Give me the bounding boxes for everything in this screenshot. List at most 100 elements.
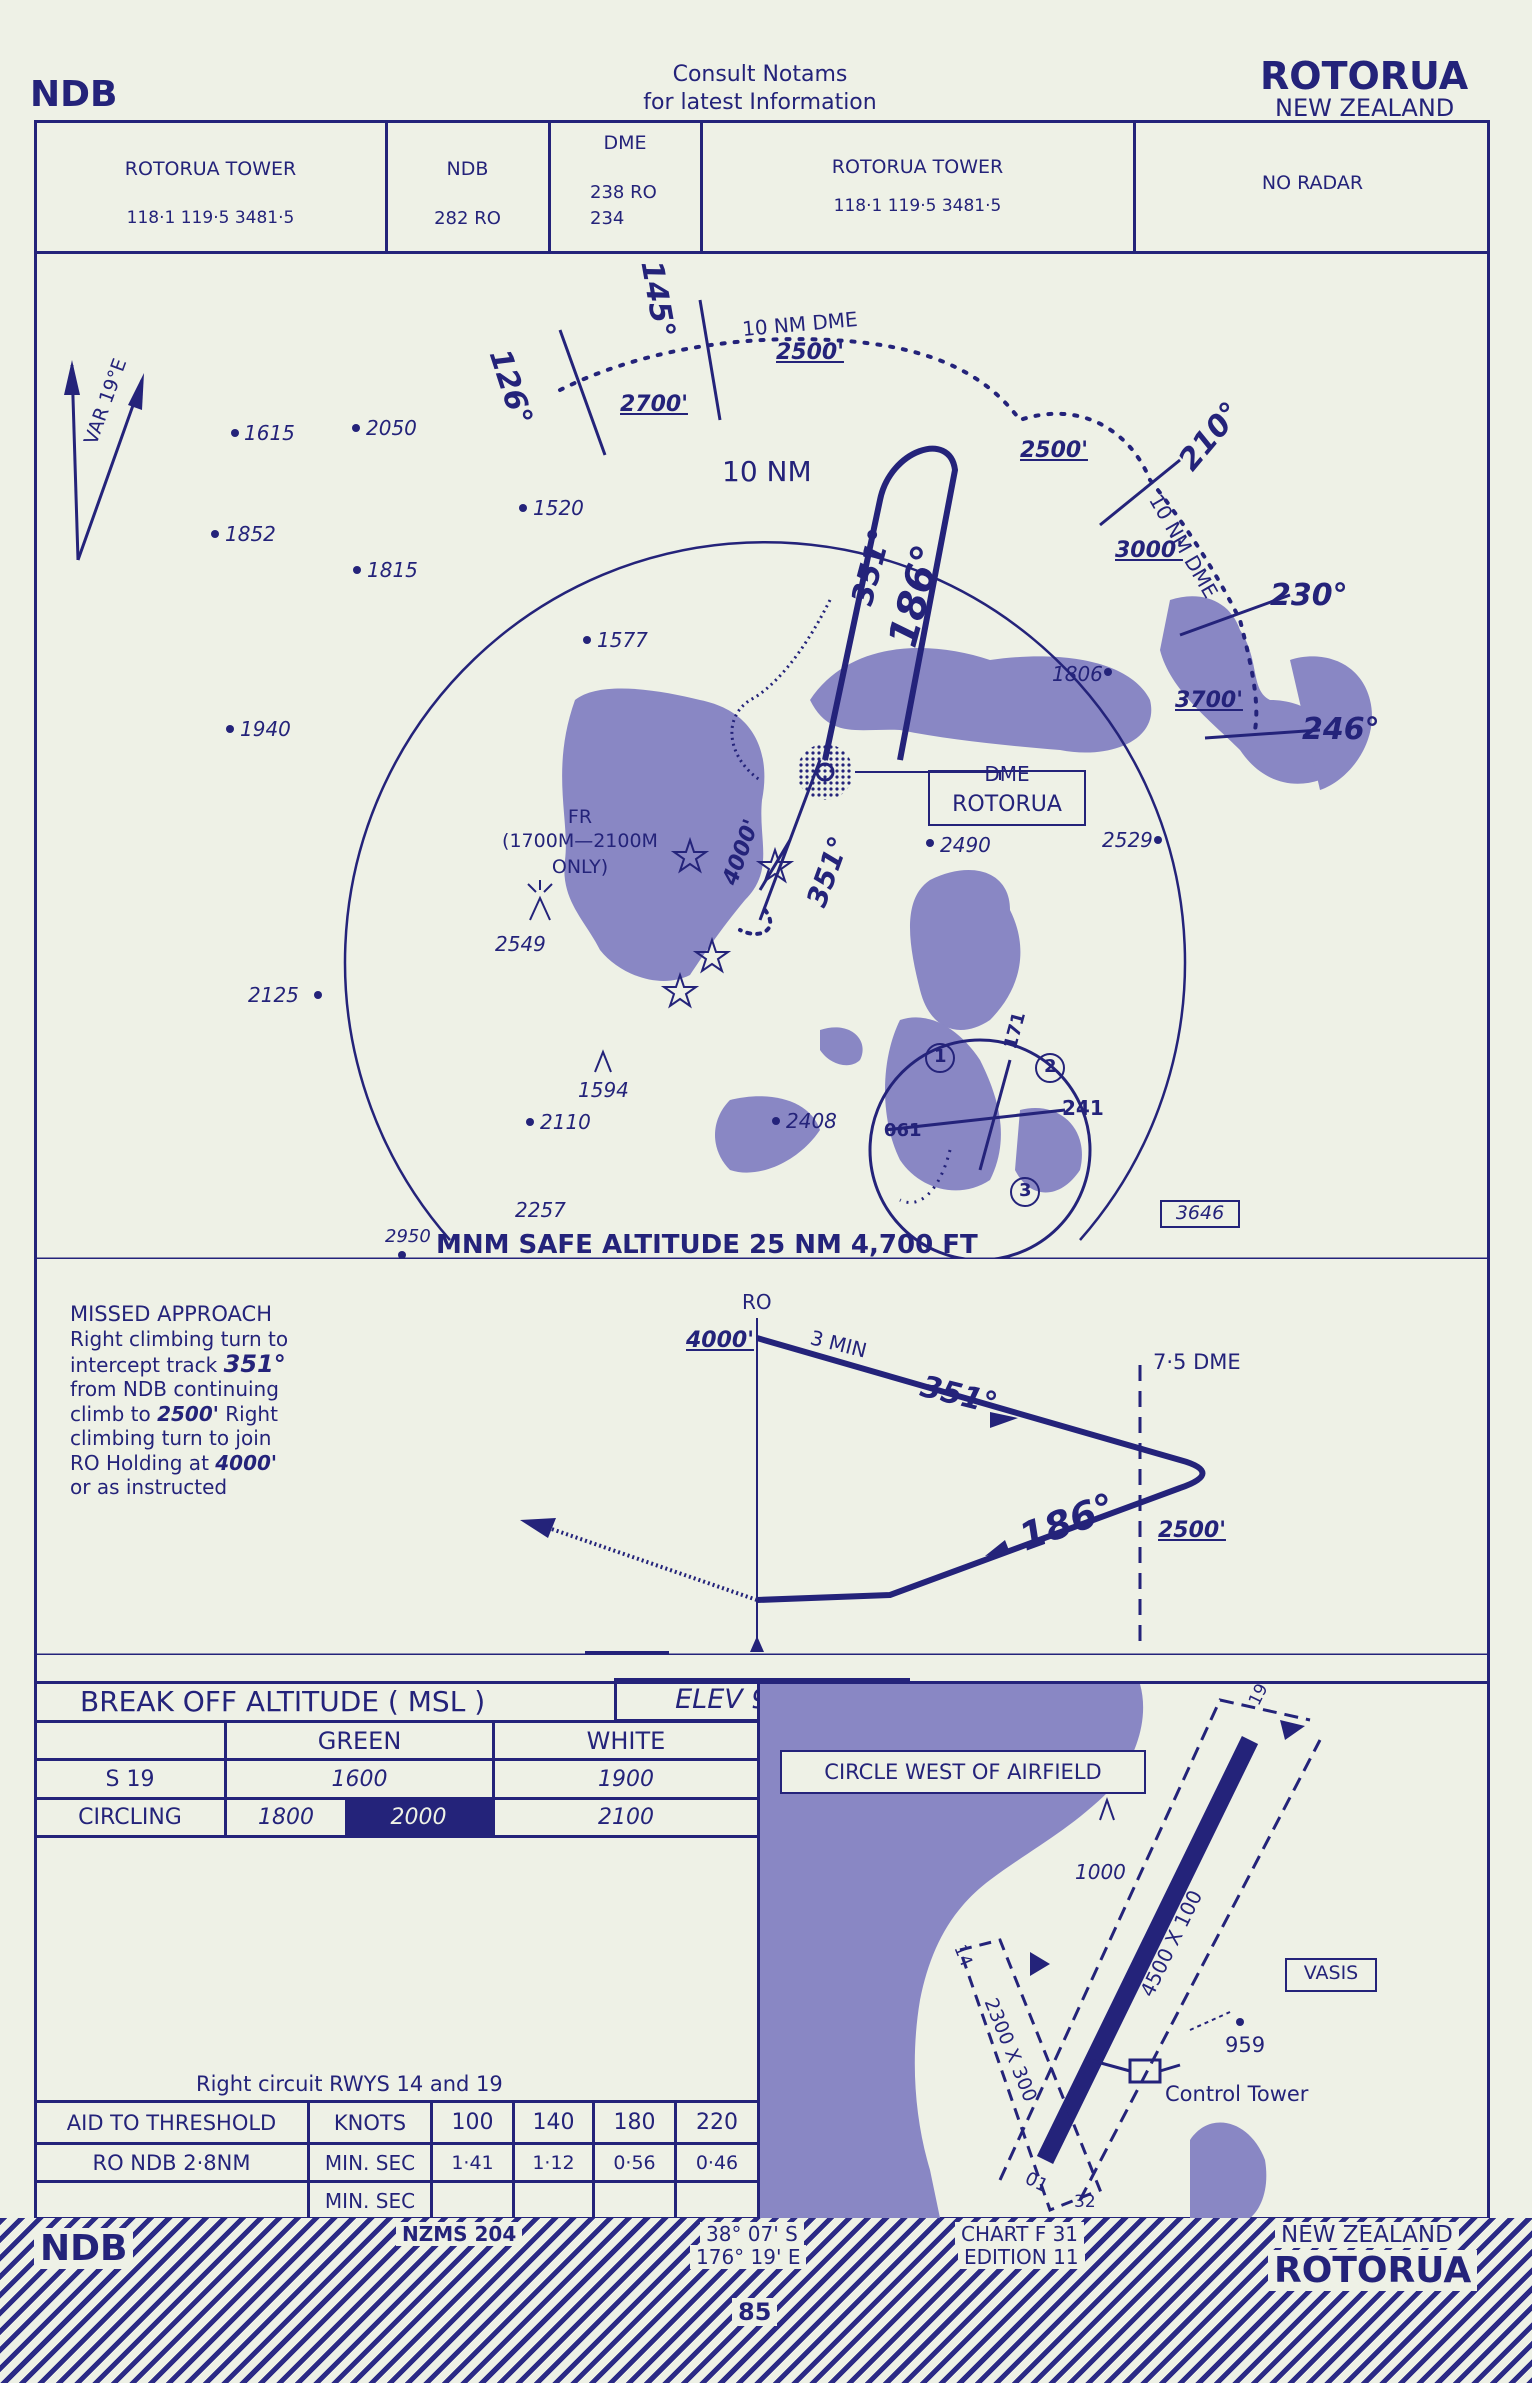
true-north-arrow bbox=[70, 364, 80, 561]
main-runway bbox=[1036, 1736, 1259, 2164]
spot-box-3646 bbox=[1160, 1200, 1240, 1228]
arc-alt-2700: 2700' bbox=[620, 392, 688, 417]
footer-lon: 176° 19' E bbox=[690, 2245, 807, 2269]
minima-sep bbox=[492, 1720, 495, 1838]
ndb-label: NDB bbox=[446, 158, 489, 180]
header-city: ROTORUA bbox=[1260, 54, 1469, 98]
dme-value1: 238 RO bbox=[590, 182, 657, 203]
minima-rule bbox=[34, 1797, 758, 1800]
footer-city: ROTORUA bbox=[1268, 2250, 1478, 2291]
timing-sep bbox=[512, 2100, 515, 2218]
dme-label: DME bbox=[603, 132, 647, 154]
lake-east bbox=[1160, 596, 1332, 784]
spot-height: 2490 bbox=[940, 833, 991, 857]
inset-runway-171 bbox=[978, 1059, 1012, 1171]
timing-row-label1: MIN. SEC bbox=[324, 2150, 416, 2175]
profile-alt-2500: 2500' bbox=[1158, 1518, 1226, 1543]
speed-220: 220 bbox=[696, 2110, 738, 2135]
dme-box-line1: DME bbox=[984, 762, 1030, 786]
arc-alt-3700: 3700' bbox=[1175, 688, 1243, 713]
arc-alt-2500-east: 2500' bbox=[1020, 438, 1088, 463]
radar-status: NO RADAR bbox=[1261, 172, 1364, 194]
spot-height: 1852 bbox=[225, 522, 276, 546]
spot-3646: 3646 bbox=[1175, 1202, 1225, 1224]
notams-line2: for latest Information bbox=[643, 90, 877, 115]
spot-height: 2950 bbox=[385, 1226, 431, 1247]
page-number: 85 bbox=[732, 2298, 778, 2326]
lake-rotoiti bbox=[810, 648, 1152, 753]
dme-box-line2: ROTORUA bbox=[952, 792, 1062, 817]
radial-246-line bbox=[1204, 728, 1321, 740]
timing-sep bbox=[592, 2100, 595, 2218]
ndb-value: 282 RO bbox=[434, 208, 501, 229]
inset-label-3: 3 bbox=[1019, 1180, 1032, 1201]
comms-divider bbox=[34, 251, 1490, 254]
radial-246: 246° bbox=[1302, 712, 1380, 747]
spot-height-dots bbox=[211, 424, 1162, 1259]
footer-edition: EDITION 11 bbox=[958, 2245, 1085, 2269]
circuit-note: Right circuit RWYS 14 and 19 bbox=[196, 2072, 503, 2096]
circling-white: 2100 bbox=[598, 1805, 654, 1830]
footer-nzms: NZMS 204 bbox=[396, 2222, 523, 2246]
spot-height: 2549 bbox=[495, 932, 546, 956]
arc-alt-3000: 3000' bbox=[1115, 538, 1183, 563]
fr-line3: ONLY) bbox=[551, 856, 609, 878]
profile-track bbox=[756, 1335, 1206, 1603]
spot-height: 1940 bbox=[240, 717, 291, 741]
timing-rule bbox=[34, 2180, 758, 2183]
lake-south-1 bbox=[820, 1027, 863, 1066]
radial-230-line bbox=[1179, 593, 1291, 637]
aerodrome-lake-east bbox=[1190, 2122, 1267, 2218]
circle-west-label: CIRCLE WEST OF AIRFIELD bbox=[824, 1760, 1102, 1784]
minima-rule bbox=[34, 1720, 758, 1723]
mast-1594 bbox=[594, 1049, 612, 1073]
row-s19: S 19 bbox=[105, 1766, 155, 1792]
dme-value2: 234 bbox=[590, 208, 625, 229]
timing-h-knots: KNOTS bbox=[333, 2110, 407, 2135]
ring-label: 10 NM bbox=[722, 455, 812, 488]
arc-alt-2500: 2500' bbox=[776, 340, 844, 365]
timing-sep bbox=[674, 2100, 677, 2218]
grass-runway bbox=[958, 1938, 1102, 2212]
header-country: NEW ZEALAND bbox=[1275, 94, 1455, 122]
vasis-box bbox=[1285, 1958, 1377, 1992]
holding-pattern bbox=[822, 445, 959, 761]
row-circling: CIRCLING bbox=[78, 1805, 182, 1830]
missed-approach-title: MISSED APPROACH bbox=[70, 1302, 272, 1326]
aerodrome-sep bbox=[757, 1683, 760, 2218]
fr-line2: (1700M—2100M bbox=[502, 830, 658, 852]
inset-label-2: 2 bbox=[1044, 1056, 1057, 1077]
header-type: NDB bbox=[30, 74, 118, 115]
footer-type: NDB bbox=[34, 2228, 134, 2269]
timing-h-aid: AID TO THRESHOLD bbox=[66, 2110, 277, 2135]
inset-rwy-241: 241 bbox=[1062, 1096, 1104, 1120]
timing-sep bbox=[307, 2100, 310, 2218]
timing-sep bbox=[430, 2100, 433, 2218]
control-tower-label: Control Tower bbox=[1165, 2082, 1309, 2106]
ro-label: RO bbox=[742, 1290, 772, 1314]
col-green: GREEN bbox=[317, 1726, 402, 1755]
spot-height: 2110 bbox=[540, 1110, 591, 1134]
comms-sep bbox=[548, 120, 551, 253]
spot-959: 959 bbox=[1225, 2033, 1266, 2057]
circling-green-a: 1800 bbox=[258, 1805, 314, 1830]
s19-white: 1900 bbox=[598, 1766, 654, 1792]
lake-tarawera bbox=[1290, 656, 1372, 790]
circling-green-b: 2000 bbox=[345, 1800, 492, 1835]
radial-230: 230° bbox=[1270, 578, 1348, 613]
minima-rule bbox=[34, 1758, 758, 1761]
spot-1000: 1000 bbox=[1075, 1860, 1126, 1884]
notams-line1: Consult Notams bbox=[672, 62, 848, 87]
spot-height: 2050 bbox=[366, 416, 417, 440]
msa-label: MNM SAFE ALTITUDE 25 NM 4,700 FT bbox=[436, 1230, 978, 1260]
missed-dotted bbox=[730, 599, 832, 782]
radial-145-line bbox=[698, 299, 722, 421]
mast-1000 bbox=[1099, 1796, 1115, 1821]
s19-green: 1600 bbox=[331, 1766, 388, 1792]
minima-title: BREAK OFF ALTITUDE ( MSL ) bbox=[80, 1685, 486, 1718]
spot-height: 2257 bbox=[515, 1198, 566, 1222]
minima-sep bbox=[224, 1720, 227, 1838]
minima-divider bbox=[34, 1681, 1490, 1684]
speed-100: 100 bbox=[451, 2110, 494, 2135]
